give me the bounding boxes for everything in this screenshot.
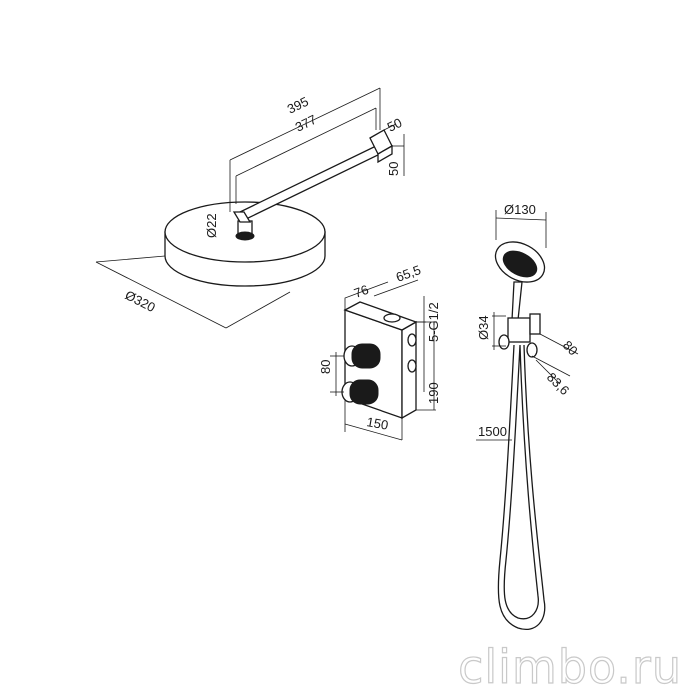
hose-length-label: 1500 bbox=[478, 424, 507, 439]
inlet-thread-label: 5-G1/2 bbox=[426, 302, 441, 342]
box-width-label: 150 bbox=[365, 414, 389, 433]
box-depth-2-label: 65,5 bbox=[394, 262, 423, 285]
holder-height-label: 80 bbox=[560, 338, 581, 359]
rain-shower-head bbox=[164, 201, 326, 287]
arm-diameter-label: Ø22 bbox=[204, 213, 219, 238]
shower-arm bbox=[232, 129, 393, 223]
wall-holder bbox=[498, 313, 541, 358]
holder-depth-label: 83,6 bbox=[544, 370, 573, 399]
arm-length-label: 377 bbox=[293, 112, 319, 135]
knob-spacing-label: 80 bbox=[318, 360, 333, 374]
arm-dimensions: 395 377 50 50 Ø22 bbox=[204, 87, 405, 238]
box-depth-1-label: 76 bbox=[352, 282, 371, 301]
shower-hose bbox=[497, 344, 546, 630]
watermark: climbo.ru bbox=[458, 639, 682, 694]
mixer-knob-top bbox=[343, 343, 381, 369]
flange-height-label: 50 bbox=[386, 162, 401, 176]
box-height-label: 190 bbox=[426, 382, 441, 404]
head-diameter-label: Ø320 bbox=[123, 287, 158, 315]
hand-shower bbox=[494, 241, 546, 321]
mixer-knob-bottom bbox=[341, 379, 379, 405]
flange-width-label: 50 bbox=[385, 115, 405, 135]
handshower-diameter-label: Ø130 bbox=[504, 202, 536, 217]
holder-diameter-label: Ø34 bbox=[476, 315, 491, 340]
mixer-dimensions: 76 65,5 5-G1/2 80 190 150 bbox=[318, 262, 441, 441]
